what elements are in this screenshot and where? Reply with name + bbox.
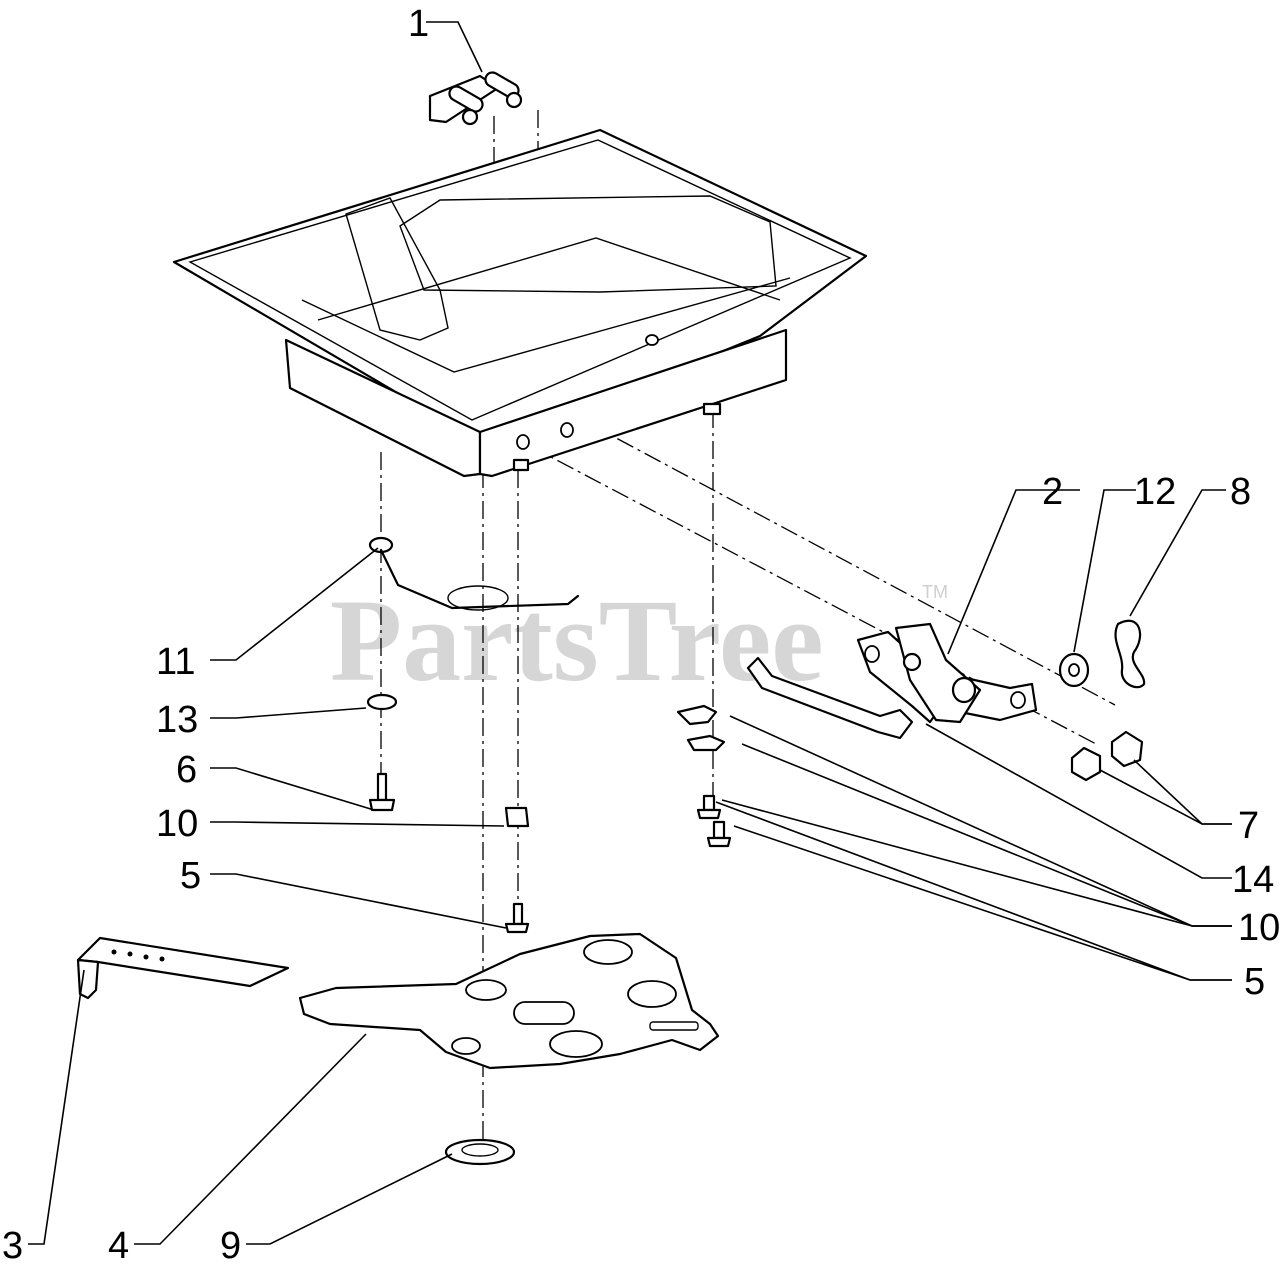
watermark-brand: PartsTree (330, 575, 824, 706)
nut-parts (1070, 730, 1144, 782)
callout-5-left: 5 (180, 855, 201, 897)
callout-2: 2 (1042, 471, 1063, 513)
callout-4: 4 (108, 1225, 129, 1267)
callout-labels: 1 2 12 8 11 13 6 10 5 7 14 10 5 3 4 9 (2, 3, 1280, 1267)
washer-part (1058, 652, 1090, 688)
callout-9: 9 (220, 1225, 241, 1267)
base-plate-part (298, 932, 720, 1070)
callout-13: 13 (156, 699, 198, 741)
pin-bracket-part (428, 71, 523, 126)
callout-10-left: 10 (156, 803, 198, 845)
callout-10-right: 10 (1238, 907, 1280, 949)
callout-14: 14 (1232, 859, 1274, 901)
leader-lines (28, 21, 1232, 1245)
callout-6: 6 (176, 749, 197, 791)
small-washer-part (366, 693, 398, 711)
callout-1: 1 (408, 3, 429, 45)
callout-11: 11 (156, 641, 195, 683)
callout-5-right: 5 (1244, 961, 1265, 1003)
watermark-trademark: TM (922, 582, 948, 602)
hairpin-clip-part (1114, 619, 1146, 689)
callout-3: 3 (2, 1225, 23, 1267)
retainer-ring-part (444, 1138, 516, 1166)
screw-parts (368, 704, 732, 934)
callout-12: 12 (1134, 471, 1176, 513)
callout-8: 8 (1230, 471, 1251, 513)
hopper-tray-part (172, 128, 868, 478)
callout-7: 7 (1238, 805, 1259, 847)
handle-rod-part (746, 656, 914, 740)
mounting-bracket-part (856, 622, 1038, 724)
index-plate-part (76, 936, 290, 1000)
wire-arm-part (368, 536, 580, 611)
